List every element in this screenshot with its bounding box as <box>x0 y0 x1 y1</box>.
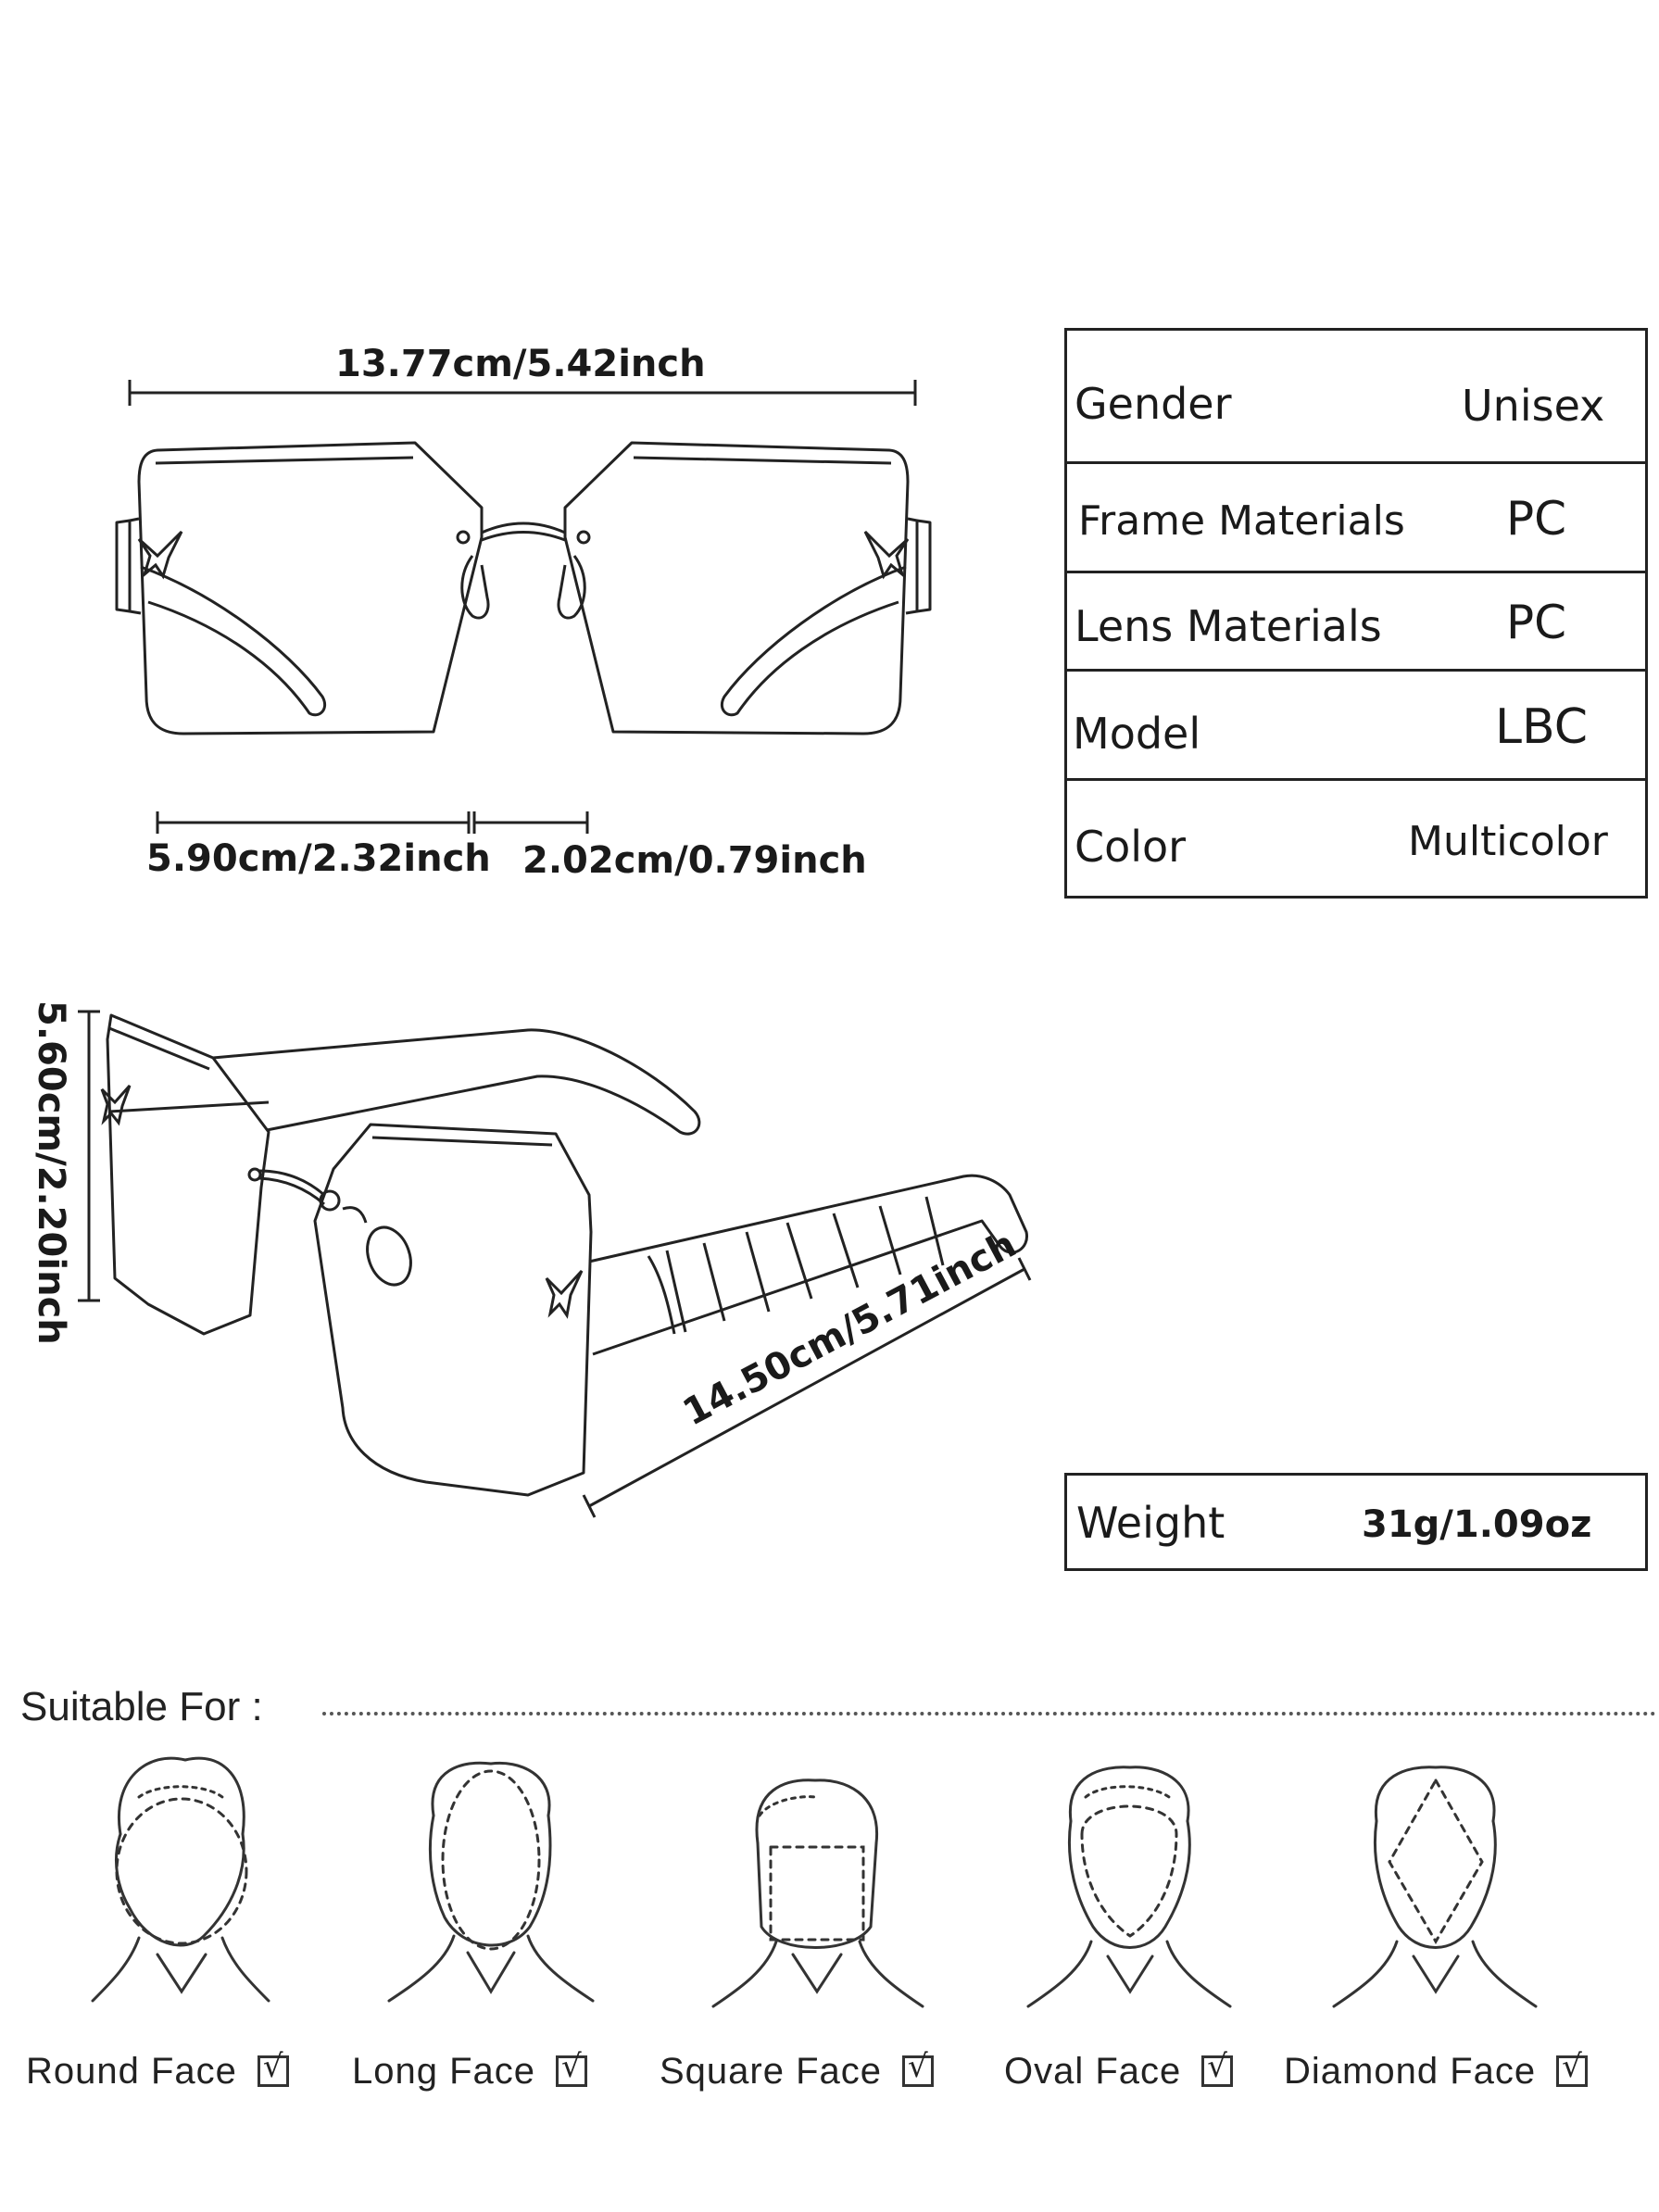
spec-label: Frame Materials <box>1078 497 1405 545</box>
check-mark-icon: √ <box>908 2048 929 2085</box>
dotted-divider <box>322 1712 1656 1716</box>
suitable-for-title: Suitable For : <box>20 1684 263 1729</box>
spec-row-color: Color Multicolor <box>1067 781 1645 901</box>
spec-row-lens-materials: Lens Materials PC <box>1067 573 1645 672</box>
spec-value: Multicolor <box>1408 818 1608 865</box>
spec-label: Gender <box>1075 379 1232 429</box>
spec-label: Lens Materials <box>1075 601 1382 651</box>
checkbox-checked[interactable]: √ <box>1556 2051 1589 2087</box>
spec-row-frame-materials: Frame Materials PC <box>1067 464 1645 573</box>
weight-box: Weight 31g/1.09oz <box>1064 1473 1648 1571</box>
checkbox-checked[interactable]: √ <box>902 2051 935 2087</box>
weight-value: 31g/1.09oz <box>1362 1503 1592 1546</box>
spec-row-model: Model LBC <box>1067 672 1645 781</box>
spec-table: Gender Unisex Frame Materials PC Lens Ma… <box>1064 328 1648 899</box>
total-width-label: 13.77cm/5.42inch <box>335 343 706 385</box>
round-face-icon <box>91 1756 270 2003</box>
face-option-round[interactable]: Round Face √ <box>26 2051 289 2093</box>
spec-value: PC <box>1506 596 1567 649</box>
face-option-oval[interactable]: Oval Face √ <box>1004 2051 1234 2093</box>
spec-value: PC <box>1506 492 1567 546</box>
spec-value: Unisex <box>1462 381 1605 431</box>
oval-face-icon <box>1026 1766 1232 2008</box>
face-label-text: Diamond Face <box>1284 2051 1537 2092</box>
face-option-diamond[interactable]: Diamond Face √ <box>1284 2051 1589 2093</box>
weight-label: Weight <box>1076 1498 1225 1548</box>
square-face-icon <box>711 1778 924 2008</box>
checkbox-checked[interactable]: √ <box>556 2051 588 2087</box>
face-label-text: Long Face <box>352 2051 536 2092</box>
face-label-text: Oval Face <box>1004 2051 1182 2092</box>
check-mark-icon: √ <box>561 2048 583 2085</box>
spec-label: Model <box>1073 709 1201 759</box>
diamond-face-icon <box>1332 1766 1538 2008</box>
face-option-long[interactable]: Long Face √ <box>352 2051 588 2093</box>
spec-label: Color <box>1075 822 1187 872</box>
long-face-icon <box>387 1761 595 2003</box>
checkbox-checked[interactable]: √ <box>1201 2051 1234 2087</box>
bridge-width-label: 2.02cm/0.79inch <box>522 839 867 882</box>
face-option-square[interactable]: Square Face √ <box>660 2051 935 2093</box>
check-mark-icon: √ <box>1207 2048 1228 2085</box>
check-mark-icon: √ <box>262 2048 284 2085</box>
face-label-text: Square Face <box>660 2051 883 2092</box>
lens-width-label: 5.90cm/2.32inch <box>146 837 491 880</box>
checkbox-checked[interactable]: √ <box>257 2051 289 2087</box>
face-label-text: Round Face <box>26 2051 237 2092</box>
check-mark-icon: √ <box>1562 2048 1583 2085</box>
spec-value: LBC <box>1495 699 1589 755</box>
spec-row-gender: Gender Unisex <box>1067 331 1645 464</box>
